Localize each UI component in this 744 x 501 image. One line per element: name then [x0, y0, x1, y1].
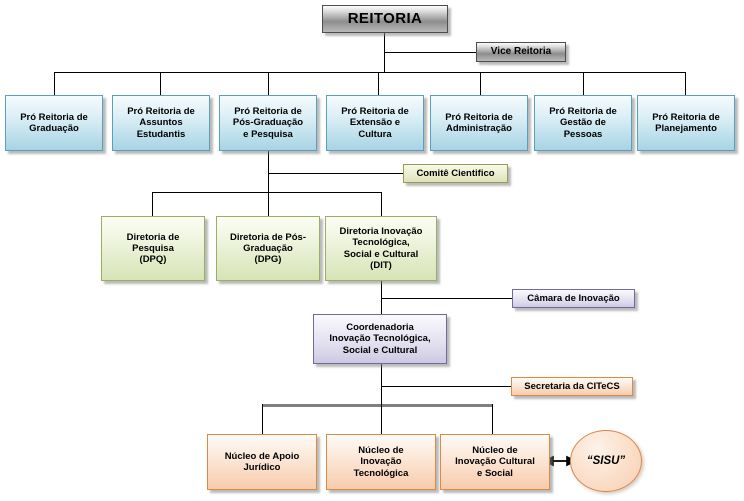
node-sisu[interactable]: “SISU” — [570, 430, 642, 492]
node-secretaria-citecs-label: Secretaria da CITeCS — [524, 380, 620, 392]
node-pro-reitoria-gestao-de-pessoas[interactable]: Pró Reitoria de Gestão de Pessoas — [534, 95, 632, 151]
node-pro-reitoria-administracao-label: Pró Reitoria de Administração — [445, 111, 513, 134]
connector-dit-camara — [381, 298, 512, 299]
connector-coord-secretaria — [381, 386, 511, 387]
connector-ppgp-stem — [268, 150, 269, 215]
node-vice-reitoria-label: Vice Reitoria — [490, 46, 552, 58]
node-pro-reitoria-graduacao-label: Pró Reitoria de Graduação — [20, 111, 88, 134]
node-pro-reitoria-gestao-de-pessoas-label: Pró Reitoria de Gestão de Pessoas — [549, 106, 617, 140]
connector-nuc-drop-2 — [381, 404, 382, 434]
node-reitoria[interactable]: REITORIA — [322, 5, 448, 33]
node-pro-reitoria-assuntos-estudantis[interactable]: Pró Reitoria de Assuntos Estudantis — [112, 95, 210, 151]
node-reitoria-label: REITORIA — [347, 10, 423, 28]
connector-pro-drop-4 — [378, 72, 379, 95]
connector-dir-drop-1 — [152, 192, 153, 216]
connector-dit-stem — [381, 281, 382, 314]
node-nucleo-inovacao-cultural-social-label: Núcleo de Inovação Cultural e Social — [455, 445, 535, 479]
node-nucleo-apoio-juridico[interactable]: Núcleo de Apoio Jurídico — [207, 434, 317, 490]
node-pro-reitoria-pos-graduacao-pesquisa[interactable]: Pró Reitoria de Pós-Graduação e Pesquisa — [219, 95, 317, 151]
node-nucleo-inovacao-cultural-social[interactable]: Núcleo de Inovação Cultural e Social — [440, 434, 550, 490]
node-pro-reitoria-administracao[interactable]: Pró Reitoria de Administração — [430, 95, 528, 151]
node-vice-reitoria[interactable]: Vice Reitoria — [476, 42, 566, 62]
node-nucleo-apoio-juridico-label: Núcleo de Apoio Jurídico — [224, 450, 300, 473]
node-diretoria-pos-graduacao[interactable]: Diretoria de Pós- Graduação (DPG) — [216, 216, 320, 281]
node-pro-reitoria-planejamento[interactable]: Pró Reitoria de Planejamento — [637, 95, 735, 151]
connector-pro-drop-7 — [685, 72, 686, 95]
connector-nuc-drop-1 — [262, 404, 263, 434]
connector-reitoria-vice — [384, 52, 476, 53]
node-diretoria-pos-graduacao-label: Diretoria de Pós- Graduação (DPG) — [229, 231, 307, 266]
connector-nucleos-bus — [262, 404, 493, 407]
double-arrow-icon — [547, 455, 573, 467]
connector-diretorias-bus — [152, 192, 381, 193]
connector-pro-drop-1 — [54, 72, 55, 95]
node-comite-cientifico-label: Comitê Cientifico — [416, 167, 495, 179]
node-pro-reitoria-pos-graduacao-pesquisa-label: Pró Reitoria de Pós-Graduação e Pesquisa — [232, 106, 304, 140]
node-pro-reitoria-extensao-cultura-label: Pró Reitoria de Extensão e Cultura — [341, 106, 409, 140]
node-diretoria-pesquisa-label: Diretoria de Pesquisa (DPQ) — [126, 231, 180, 266]
node-pro-reitoria-graduacao[interactable]: Pró Reitoria de Graduação — [5, 95, 103, 151]
connector-pro-drop-5 — [480, 72, 481, 95]
connector-pro-reitoria-bus — [54, 72, 685, 73]
node-nucleo-inovacao-tecnologica-label: Núcleo de Inovação Tecnológica — [353, 445, 409, 479]
node-diretoria-inovacao-tecnologica-social-cultural[interactable]: Diretoria Inovação Tecnológica, Social e… — [325, 216, 437, 281]
node-sisu-label: “SISU” — [586, 455, 626, 467]
node-coordenadoria[interactable]: Coordenadoria Inovação Tecnológica, Soci… — [313, 314, 447, 364]
connector-pro-drop-6 — [583, 72, 584, 95]
node-pro-reitoria-assuntos-estudantis-label: Pró Reitoria de Assuntos Estudantis — [127, 106, 195, 140]
node-diretoria-inovacao-tecnologica-social-cultural-label: Diretoria Inovação Tecnológica, Social e… — [339, 226, 423, 271]
connector-dir-drop-2 — [268, 192, 269, 216]
connector-pro-drop-3 — [268, 72, 269, 95]
node-pro-reitoria-extensao-cultura[interactable]: Pró Reitoria de Extensão e Cultura — [326, 95, 424, 151]
connector-coord-stem — [381, 364, 382, 434]
connector-nuc-drop-3 — [492, 404, 493, 434]
connector-pro-drop-2 — [160, 72, 161, 95]
connector-ppgp-comite — [268, 173, 403, 174]
node-comite-cientifico[interactable]: Comitê Cientifico — [403, 164, 508, 183]
node-camara-de-inovacao[interactable]: Câmara de Inovação — [512, 289, 635, 308]
node-secretaria-citecs[interactable]: Secretaria da CITeCS — [511, 377, 633, 396]
node-camara-de-inovacao-label: Câmara de Inovação — [527, 292, 620, 304]
node-diretoria-pesquisa[interactable]: Diretoria de Pesquisa (DPQ) — [101, 216, 205, 281]
node-coordenadoria-label: Coordenadoria Inovação Tecnológica, Soci… — [329, 322, 431, 356]
node-pro-reitoria-planejamento-label: Pró Reitoria de Planejamento — [652, 111, 720, 134]
connector-dir-drop-3 — [381, 192, 382, 216]
node-nucleo-inovacao-tecnologica[interactable]: Núcleo de Inovação Tecnológica — [326, 434, 436, 490]
